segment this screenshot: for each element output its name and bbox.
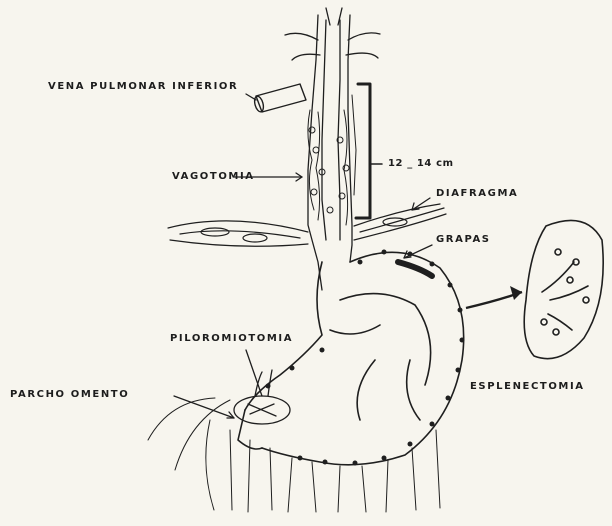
spleen-arrow [466,286,522,308]
pulmonary-vein-tube [253,84,306,113]
staple-line [398,262,432,276]
label-diafragma: DIAFRAGMA [436,188,518,199]
label-vena-pulmonar: VENA PULMONAR INFERIOR [48,81,238,92]
pointer-lines [174,94,432,418]
measurement-bracket [356,84,382,218]
label-parcho-omento: PARCHO OMENTO [10,389,129,400]
diaphragm [168,204,446,246]
staples [266,250,465,466]
esophagus [285,8,380,290]
label-measurement: 12 _ 14 cm [388,158,454,169]
spleen [524,220,603,358]
label-grapas: GRAPAS [436,234,491,245]
omentum-patch [148,398,440,512]
pyloromyotomy-site [234,370,290,424]
label-piloromiotomia: PILOROMIOTOMIA [170,333,293,344]
stomach [238,252,464,464]
label-esplenectomia: ESPLENECTOMIA [470,381,585,392]
label-vagotomia: VAGOTOMIA [172,171,255,182]
